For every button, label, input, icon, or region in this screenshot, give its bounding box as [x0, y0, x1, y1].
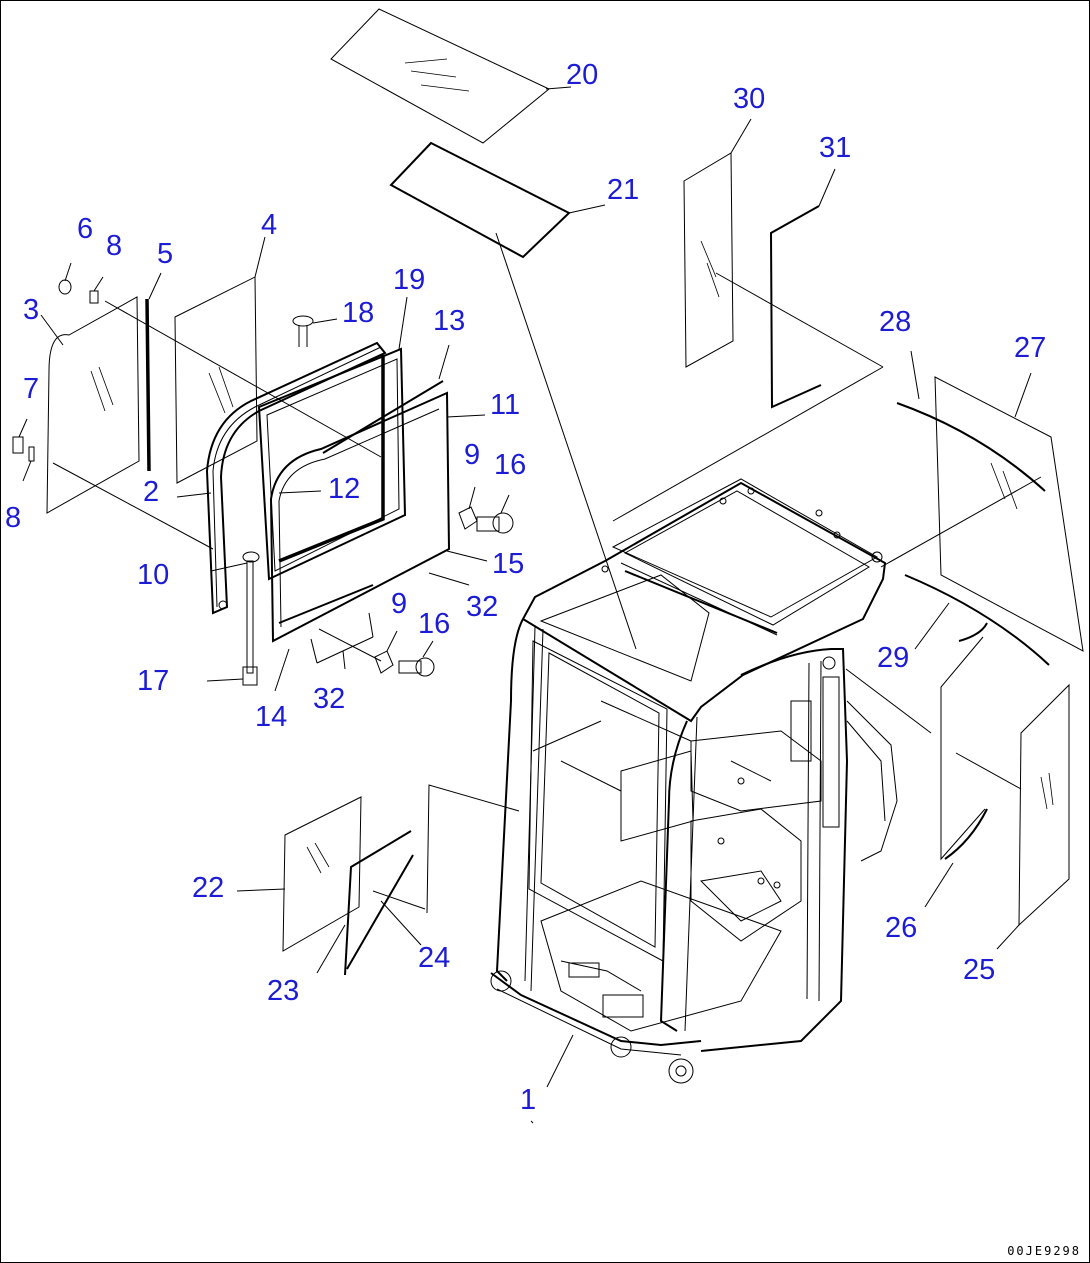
callout-23: 23: [267, 975, 300, 1007]
part-right-rear-glass: [996, 683, 1070, 950]
callout-26: 26: [885, 912, 918, 944]
callout-21: 21: [607, 174, 640, 206]
callout-19: 19: [393, 264, 426, 296]
callout-29: 29: [877, 642, 910, 674]
part-hinge-bolt-18: [292, 315, 338, 347]
part-rear-seal-upper: [880, 350, 1046, 568]
callout-17: 17: [137, 665, 170, 697]
callout-24: 24: [418, 942, 451, 974]
callout-31: 31: [819, 132, 852, 164]
callout-16-lower: 16: [418, 608, 451, 640]
callout-20: 20: [566, 59, 599, 91]
part-cab-frame: [490, 478, 898, 1124]
part-right-glass-30: [683, 118, 752, 368]
callout-28: 28: [879, 306, 912, 338]
callout-7: 7: [23, 373, 40, 405]
part-hinge-pin-17: [206, 551, 260, 686]
callout-22: 22: [192, 872, 225, 904]
callout-4: 4: [261, 209, 278, 241]
callout-18: 18: [342, 297, 375, 329]
part-door-seal-strip: [145, 298, 151, 472]
callout-9-lower: 9: [391, 588, 408, 620]
part-rear-seal-lower: [904, 574, 1050, 666]
callout-25: 25: [963, 954, 996, 986]
part-door-glass-inner: [104, 236, 382, 484]
part-door-seal-13: [322, 380, 444, 454]
part-roof-glass: [330, 8, 572, 144]
part-clip-32: [310, 572, 470, 670]
drawing-code: 00JE9298: [1007, 1244, 1081, 1258]
part-roof-seal: [389, 141, 637, 650]
callout-12: 12: [328, 473, 361, 505]
part-door-pad-lower: [22, 446, 35, 482]
callout-3: 3: [23, 294, 40, 326]
callout-11: 11: [490, 389, 521, 421]
part-door-glass-slide: [269, 391, 486, 643]
callout-8-upper: 8: [106, 230, 123, 262]
callout-8-lower: 8: [5, 502, 22, 534]
part-door-pad-upper: [89, 276, 104, 304]
callout-10: 10: [137, 559, 170, 591]
part-bolt-16-upper: [476, 494, 514, 534]
callout-14: 14: [255, 701, 288, 733]
callout-6: 6: [77, 213, 94, 245]
callout-5: 5: [157, 238, 174, 270]
part-door-catch: [12, 418, 28, 454]
callout-16-upper: 16: [494, 449, 527, 481]
part-bolt-16-lower: [398, 640, 435, 677]
callout-32-lower: 32: [313, 683, 346, 715]
part-right-glass-31: [612, 168, 884, 522]
part-door-frame: [52, 341, 387, 615]
callout-27: 27: [1014, 332, 1047, 364]
part-front-lower-seal-24: [346, 784, 520, 970]
part-right-rear-seal: [845, 622, 1022, 908]
part-door-window-frame-19: [278, 296, 408, 563]
callout-2: 2: [143, 476, 160, 508]
part-door-glass-rear: [257, 347, 407, 581]
callout-30: 30: [733, 83, 766, 115]
callout-13: 13: [433, 305, 466, 337]
part-door-outer-glass: [40, 296, 140, 514]
part-latch-9-upper: [458, 486, 478, 530]
callout-1: 1: [520, 1084, 537, 1116]
part-door-seal-lower: [278, 584, 374, 624]
part-front-lower-glass: [236, 796, 362, 952]
part-door-latch-upper: [58, 262, 72, 295]
callout-32-right: 32: [466, 591, 499, 623]
part-latch-9-lower: [374, 630, 398, 674]
part-front-lower-seal: [316, 830, 412, 976]
callout-15: 15: [492, 548, 525, 580]
callout-9-upper: 9: [464, 439, 481, 471]
part-rear-glass: [934, 372, 1084, 652]
